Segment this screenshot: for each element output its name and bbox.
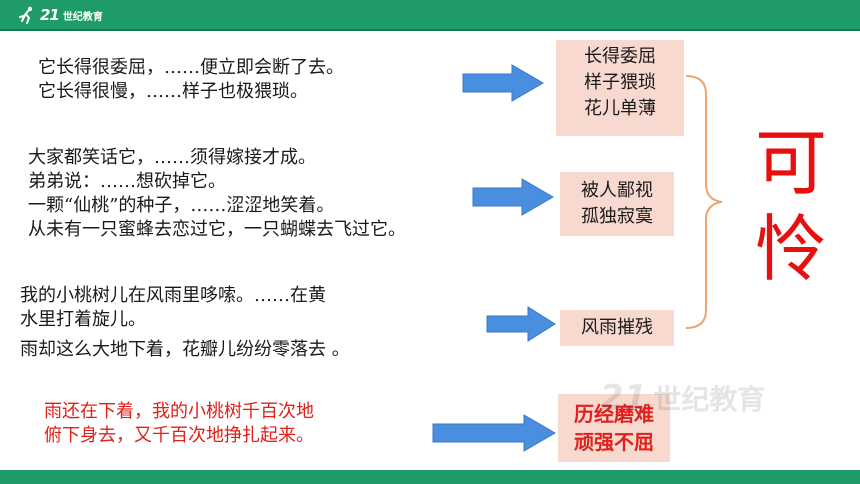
logo-name: 世纪教育 bbox=[62, 11, 103, 23]
conclusion-text: 可 怜 bbox=[746, 120, 836, 292]
footer-bar bbox=[0, 470, 860, 484]
arrow-right-icon bbox=[432, 414, 556, 452]
passage-group-1: 它长得很委屈，……便立即会断了去。 它长得很慢，……样子也极猥琐。 bbox=[38, 56, 344, 104]
arrow-right-icon bbox=[462, 64, 544, 102]
arrow-right-icon bbox=[472, 178, 554, 216]
logo-number: 21 bbox=[40, 6, 60, 24]
conclusion-char: 怜 bbox=[754, 207, 827, 291]
right-brace-icon bbox=[685, 75, 723, 329]
passage-line: 水里打着旋儿。 bbox=[20, 309, 146, 330]
result-line: 样子猥琐 bbox=[584, 72, 656, 93]
passage-line: 它长得很委屈，……便立即会断了去。 bbox=[38, 57, 344, 78]
result-line: 花儿单薄 bbox=[584, 98, 656, 119]
watermark-number: 21 bbox=[600, 378, 648, 418]
passage-line: 一颗“仙桃”的种子，……涩涩地笑着。 bbox=[28, 195, 335, 216]
passage-line: 雨还在下着，我的小桃树千百次地 bbox=[44, 401, 314, 422]
result-line: 顽强不屈 bbox=[574, 430, 654, 454]
conclusion-char: 可 bbox=[754, 121, 827, 205]
passage-line: 大家都笑话它，……须得嫁接才成。 bbox=[28, 147, 316, 168]
passage-line: 我的小桃树儿在风雨里哆嗦。……在黄 bbox=[20, 285, 326, 306]
watermark: 21 世纪教育 bbox=[600, 378, 765, 418]
watermark-name: 世纪教育 bbox=[653, 383, 766, 416]
passage-line: 它长得很慢，……样子也极猥琐。 bbox=[38, 81, 308, 102]
passage-line: 俯下身去，又千百次地挣扎起来。 bbox=[44, 425, 314, 446]
result-box-3: 风雨摧残 bbox=[560, 310, 674, 346]
result-line: 被人鄙视 bbox=[581, 180, 653, 201]
arrow-right-icon bbox=[486, 306, 556, 342]
result-box-4: 历经磨难 顽强不屈 bbox=[558, 394, 670, 462]
result-line: 历经磨难 bbox=[574, 402, 654, 426]
brand-logo: 21 世纪教育 bbox=[18, 5, 103, 25]
passage-group-2: 大家都笑话它，……须得嫁接才成。 弟弟说：……想砍掉它。 一颗“仙桃”的种子，…… bbox=[28, 146, 406, 242]
header-divider bbox=[0, 29, 860, 31]
result-box-2: 被人鄙视 孤独寂寞 bbox=[560, 172, 674, 236]
header-bar: 21 世纪教育 bbox=[0, 0, 860, 31]
runner-icon bbox=[19, 6, 33, 24]
result-box-1: 长得委屈 样子猥琐 花儿单薄 bbox=[556, 40, 684, 136]
result-line: 风雨摧残 bbox=[581, 317, 653, 338]
passage-line: 雨却这么大地下着，花瓣儿纷纷零落去 。 bbox=[20, 339, 350, 360]
result-line: 孤独寂寞 bbox=[581, 206, 653, 227]
passage-group-3: 我的小桃树儿在风雨里哆嗦。……在黄 水里打着旋儿。 雨却这么大地下着，花瓣儿纷纷… bbox=[20, 284, 350, 362]
passage-line: 从未有一只蜜蜂去恋过它，一只蝴蝶去飞过它。 bbox=[28, 219, 406, 240]
passage-line: 弟弟说：……想砍掉它。 bbox=[28, 171, 226, 192]
passage-group-4: 雨还在下着，我的小桃树千百次地 俯下身去，又千百次地挣扎起来。 bbox=[44, 400, 314, 448]
result-line: 长得委屈 bbox=[584, 46, 656, 67]
